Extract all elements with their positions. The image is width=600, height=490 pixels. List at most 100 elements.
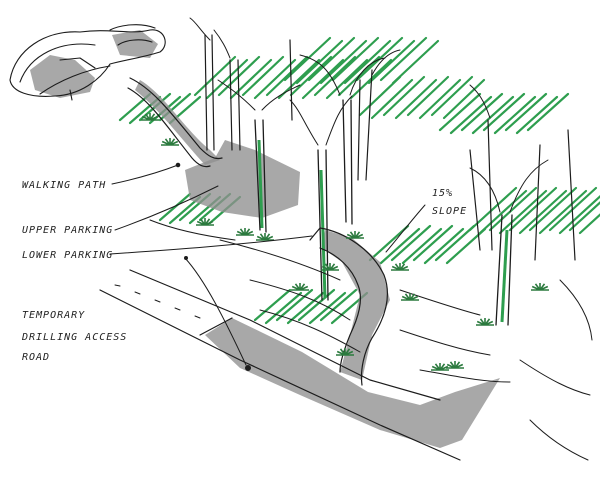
shrub [141,113,159,121]
leader-slope [385,204,426,253]
hatch-stroke [325,58,369,100]
hatch-stroke [434,224,476,262]
hatch-stroke [558,194,600,235]
shrub [236,228,254,236]
hatch-stroke [367,39,416,85]
hatch-stroke [418,78,462,120]
hatch-stroke [229,58,273,100]
hatch-stroke [253,288,292,322]
hatch-stroke [526,92,570,132]
label-lower-parking: LOWER PARKING [22,250,113,261]
building-roof-shading [112,30,158,58]
hatch-stroke [319,288,358,322]
hatch-stroke [471,95,515,135]
hatch-stroke [438,92,482,132]
hatch-stroke [308,291,347,325]
hatch-stroke [412,224,454,262]
hatch-stroke [515,95,559,135]
hatch-stroke [301,58,345,100]
hatch-stroke [379,227,421,265]
hatch-stroke [498,189,548,235]
leader-lines [109,162,426,371]
hatch-stroke [295,39,344,85]
shrub [531,283,549,291]
hatch-stroke [379,36,428,82]
sketch-labels: WALKING PATH UPPER PARKING LOWER PARKING… [21,180,467,363]
hatch-stroke [518,189,568,235]
shrub [161,138,179,146]
leader-upper-parking [114,185,219,231]
hatch-stroke [493,95,537,135]
shrub [401,293,419,301]
hatch-stroke [297,288,336,322]
shrub [391,263,409,271]
label-slope-word: SLOPE [432,206,467,217]
hatch-stroke [331,36,380,82]
hatch-stroke [482,92,526,132]
hatch-stroke [578,213,600,235]
hatch-stroke [390,224,432,262]
tree-branches [189,17,549,213]
hatch-stroke [504,92,548,132]
hatch-stroke [391,39,440,85]
shrub [256,233,274,241]
leader-walking-path [111,164,179,185]
hatch-stroke [382,75,426,117]
shrub [446,361,464,369]
terrain-contours [149,219,593,461]
walking-path-outline [127,77,223,168]
hatch-stroke [275,288,314,322]
label-temporary-line2: DRILLING ACCESS [21,332,127,343]
hatch-stroke [368,224,410,262]
temporary-road-area [205,318,500,448]
temporary-road-outline [99,269,461,461]
label-upper-parking: UPPER PARKING [22,225,113,236]
hatch-stroke [193,55,237,97]
hatch-stroke [478,189,528,235]
hatch-stroke [158,192,192,222]
label-temporary-line1: TEMPORARY [22,310,85,321]
hatch-stroke [401,227,443,265]
hatch-stroke [430,75,474,117]
grey-fill-areas [30,30,500,448]
building-outline [9,24,166,101]
hatch-stroke [358,75,402,117]
hatch-stroke [460,92,504,132]
hatch-stroke [264,291,303,325]
label-temporary-line3: ROAD [22,352,50,363]
hatch-stroke [253,58,297,100]
hatch-stroke [307,36,356,82]
hatch-stroke [528,186,578,232]
hatch-stroke [217,55,261,97]
label-walking-path: WALKING PATH [22,180,106,191]
hatch-stroke [286,291,325,325]
hatch-stroke [568,201,600,232]
shrubs [141,113,549,371]
hatch-stroke [265,55,309,97]
hatch-stroke [548,186,598,232]
hatch-stroke [406,75,450,117]
hatch-stroke [508,186,558,232]
shrub [196,218,214,226]
hatch-stroke [205,58,249,100]
tree-trunks [204,34,576,326]
hatch-stroke [538,189,588,235]
road-edge-marks [114,284,201,319]
hatch-stroke [283,36,332,82]
building-shading [30,55,95,98]
hatch-stroke [289,55,333,97]
hatch-stroke [241,55,285,97]
walking-path-area [135,80,220,165]
shrub [336,348,354,356]
hatch-stroke [442,78,486,120]
leader-lower-parking [109,235,313,255]
shrub [346,231,364,239]
hatch-stroke [343,39,392,85]
lower-parking-area [322,230,390,380]
leader-temporary-road [184,257,247,366]
shrub [476,318,494,326]
hatch-stroke [319,39,368,85]
shrub [431,363,449,371]
hatch-stroke [394,78,438,120]
